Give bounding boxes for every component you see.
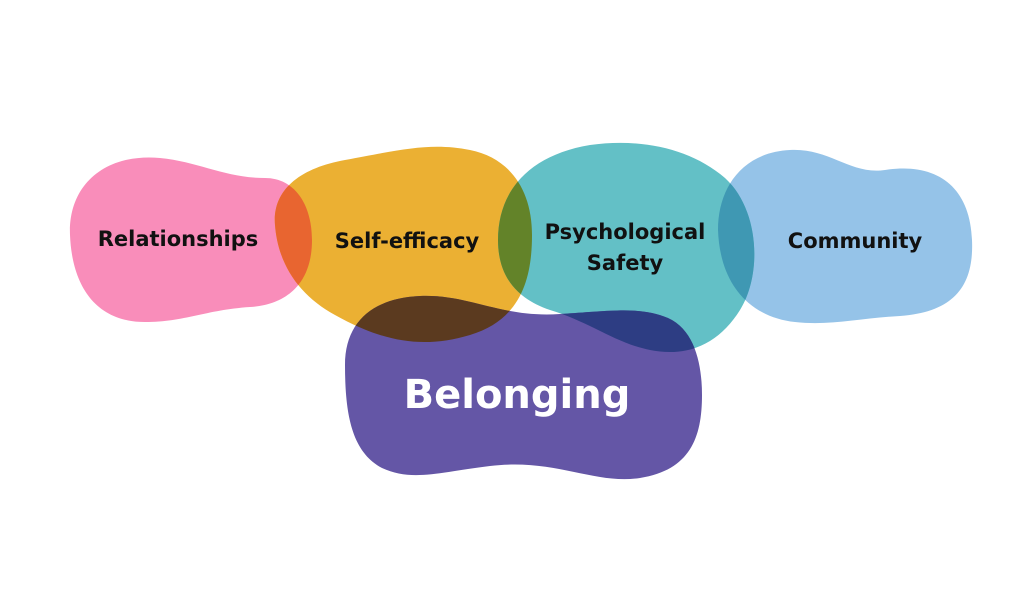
psychological-safety-label-line-1: Psychological	[545, 220, 706, 244]
belonging-label: Belonging	[404, 372, 631, 418]
relationships-label: Relationships	[98, 227, 259, 251]
relationships-blob	[69, 157, 312, 322]
self-efficacy-blob	[274, 146, 532, 343]
psychological-safety-blob	[498, 142, 755, 353]
psychological-safety-label-line-2: Safety	[587, 251, 664, 275]
self-efficacy-label: Self-efficacy	[335, 229, 480, 253]
community-blob	[718, 149, 973, 324]
community-label: Community	[788, 229, 923, 253]
